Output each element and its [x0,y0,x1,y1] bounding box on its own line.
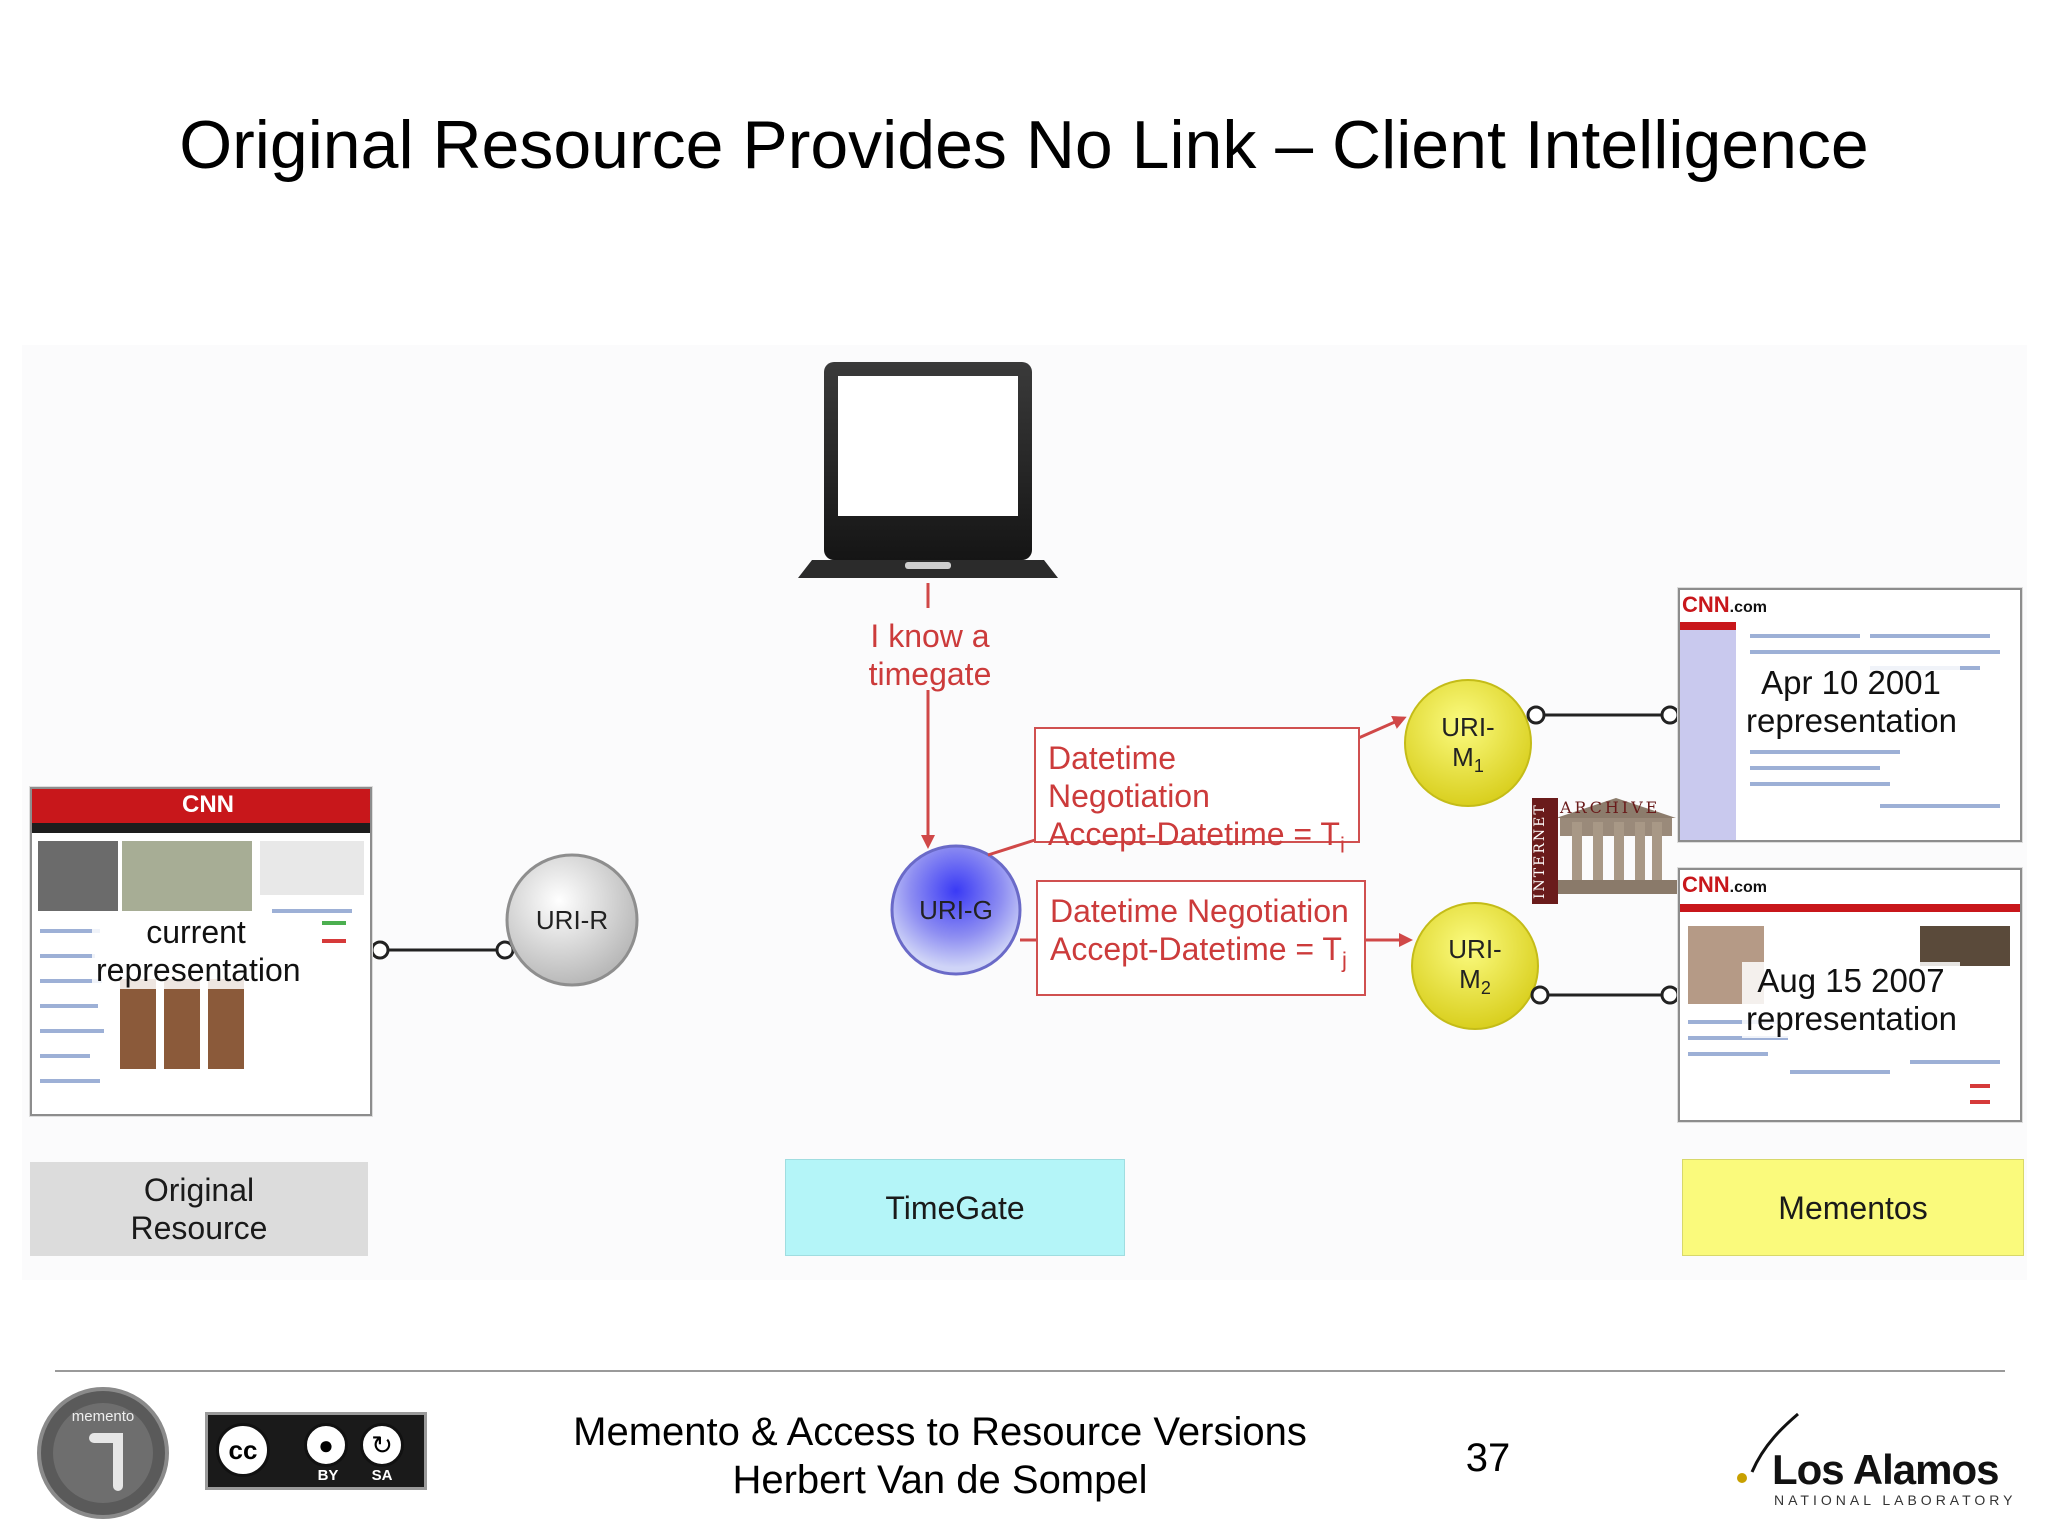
memento2-cnn-text: CNN [1682,872,1730,897]
archive-logo-vertical: INTERNET [1532,798,1558,904]
memento2-cnn-logo: CNN.com [1682,872,1767,898]
negotiation-top-sub: i [1339,832,1345,858]
uri-m2-main: M [1459,964,1481,994]
footer-text: Memento & Access to Resource Versions He… [520,1408,1360,1504]
memento1-cnn-com: .com [1729,599,1768,616]
footer-line2: Herbert Van de Sompel [732,1458,1148,1502]
laptop-icon [798,362,1058,578]
cc-icon: cc [216,1423,270,1477]
mementos-label: Mementos [1682,1159,2024,1256]
original-page-caption: current representation [92,913,301,989]
memento2-caption-line1: Aug 15 2007 [1757,962,1945,999]
memento1-caption-line2: representation [1746,702,1957,739]
original-resource-label: Original Resource [30,1162,368,1256]
original-label-line2: Resource [130,1210,268,1246]
uri-g-node: URI-G [919,895,993,925]
uri-m2-sub: 2 [1480,978,1491,999]
memento1-cnn-logo: CNN.com [1682,592,1767,618]
lanl-logo-title: Los Alamos [1772,1446,1999,1493]
footer-divider [55,1370,2005,1372]
original-caption-line2: representation [96,952,301,988]
uri-m1-main: M [1452,742,1474,772]
memento1-caption-line1: Apr 10 2001 [1761,664,1941,701]
negotiation-bottom-sub: j [1341,947,1347,973]
negotiation-top-line1: Datetime Negotiation [1048,740,1210,814]
uri-m1-top: URI- [1441,712,1495,742]
sa-share-icon: ↻ [360,1423,404,1467]
uri-m2-bottom: M2 [1425,964,1525,1003]
cc-sa-text: SA [371,1467,393,1484]
original-webpage-thumbnail: CNN current representation [30,787,372,1116]
timegate-label: TimeGate [785,1159,1125,1256]
archive-logo-horizontal: ARCHIVE [1560,798,1661,817]
lanl-logo: Los Alamos NATIONAL LABORATORY [1724,1404,2024,1514]
negotiation-box-bottom: Datetime Negotiation Accept-Datetime = T… [1036,880,1366,996]
memento-logo-text: memento [71,1408,135,1425]
memento2-caption-line2: representation [1746,1000,1957,1037]
negotiation-box-top: Datetime Negotiation Accept-Datetime = T… [1034,727,1360,857]
uri-m2-node: URI- M2 [1425,934,1525,1003]
by-person-icon: ● [304,1423,348,1467]
negotiation-bottom-line1: Datetime Negotiation [1050,893,1349,929]
negotiation-bottom-prefix: Accept-Datetime = T [1050,931,1342,967]
uri-m2-top: URI- [1448,934,1502,964]
memento2-cnn-com: .com [1729,879,1768,896]
cc-license-badge: cc ● ↻ BY SA [205,1412,427,1490]
lanl-logo-subtitle: NATIONAL LABORATORY [1774,1492,2017,1508]
negotiation-bottom-line2: Accept-Datetime = Tj [1050,930,1352,979]
original-label-line1: Original [143,1172,255,1208]
client-note-line2: timegate [868,656,992,692]
footer-line1: Memento & Access to Resource Versions [573,1410,1307,1454]
memento-logo: memento [36,1386,170,1520]
uri-r-node: URI-R [535,905,609,935]
client-note-line1: I know a [870,618,990,654]
memento2-caption: Aug 15 2007 representation [1742,962,1960,1038]
memento2-webpage-thumbnail: CNN.com Aug 15 2007 representation [1678,868,2022,1122]
uri-m1-node: URI- M1 [1418,712,1518,781]
cnn-logo: CNN [182,791,234,818]
negotiation-top-line2: Accept-Datetime = Ti [1048,815,1346,864]
original-caption-line1: current [146,914,246,950]
client-note: I know a timegate [855,617,1005,693]
memento1-webpage-thumbnail: CNN.com Apr 10 2001 representation [1678,588,2022,842]
slide-title: Original Resource Provides No Link – Cli… [179,107,1869,183]
archive-temple-icon [1552,798,1680,894]
page-number: 37 [1465,1436,1511,1480]
cc-by-text: BY [317,1467,339,1484]
uri-m1-sub: 1 [1473,756,1484,777]
memento1-cnn-text: CNN [1682,592,1730,617]
uri-m1-bottom: M1 [1418,742,1518,781]
memento1-caption: Apr 10 2001 representation [1742,664,1960,740]
negotiation-top-prefix: Accept-Datetime = T [1048,816,1340,852]
